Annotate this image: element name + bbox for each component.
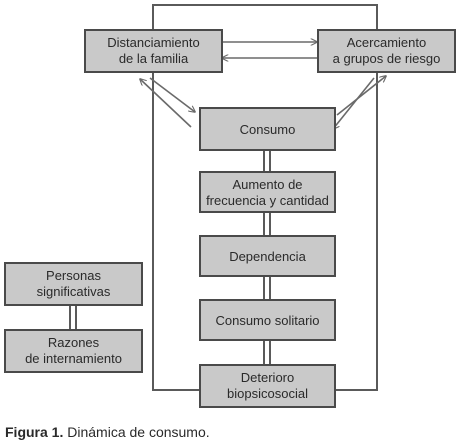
node-distanciamiento-line2: de la familia bbox=[119, 51, 189, 66]
node-consumo-solitario-label: Consumo solitario bbox=[215, 313, 319, 328]
outer-loop-top bbox=[152, 4, 378, 32]
node-acercamiento-line1: Acercamiento bbox=[347, 35, 426, 50]
node-aumento-line1: Aumento de bbox=[232, 177, 302, 192]
figure-caption: Figura 1. Dinámica de consumo. bbox=[5, 424, 210, 440]
outer-loop-left bbox=[152, 72, 200, 391]
arrow-distanciamiento-to-consumo bbox=[149, 77, 195, 112]
node-consumo-solitario: Consumo solitario bbox=[199, 299, 336, 341]
column-connectors bbox=[263, 150, 271, 365]
node-personas-line1: Personas bbox=[46, 268, 101, 283]
node-dependencia-label: Dependencia bbox=[229, 249, 306, 264]
node-aumento-line2: frecuencia y cantidad bbox=[206, 193, 329, 208]
node-deterioro-line1: Deterioro bbox=[241, 370, 294, 385]
arrow-consumo-to-acercamiento bbox=[336, 76, 386, 116]
node-distanciamiento: Distanciamiento de la familia bbox=[84, 29, 223, 73]
figure-caption-text: Dinámica de consumo. bbox=[67, 424, 210, 440]
node-personas: Personas significativas bbox=[4, 262, 143, 306]
node-acercamiento: Acercamiento a grupos de riesgo bbox=[317, 29, 456, 73]
node-aumento: Aumento de frecuencia y cantidad bbox=[199, 171, 336, 213]
node-consumo-label: Consumo bbox=[240, 122, 296, 137]
side-connector bbox=[69, 305, 77, 330]
arrow-acercamiento-to-consumo bbox=[333, 77, 375, 129]
node-acercamiento-line2: a grupos de riesgo bbox=[333, 51, 441, 66]
node-deterioro: Deterioro biopsicosocial bbox=[199, 364, 336, 408]
node-dependencia: Dependencia bbox=[199, 235, 336, 277]
node-consumo: Consumo bbox=[199, 107, 336, 151]
outer-loop-right bbox=[335, 72, 378, 391]
node-distanciamiento-line1: Distanciamiento bbox=[107, 35, 200, 50]
node-razones-line1: Razones bbox=[48, 335, 100, 350]
figure-caption-label: Figura 1. bbox=[5, 424, 64, 440]
node-razones: Razones de internamiento bbox=[4, 329, 143, 373]
node-razones-line2: de internamiento bbox=[25, 351, 122, 366]
node-personas-line2: significativas bbox=[37, 284, 111, 299]
arrow-consumo-to-distanciamiento bbox=[140, 79, 192, 128]
node-deterioro-line2: biopsicosocial bbox=[227, 386, 308, 401]
